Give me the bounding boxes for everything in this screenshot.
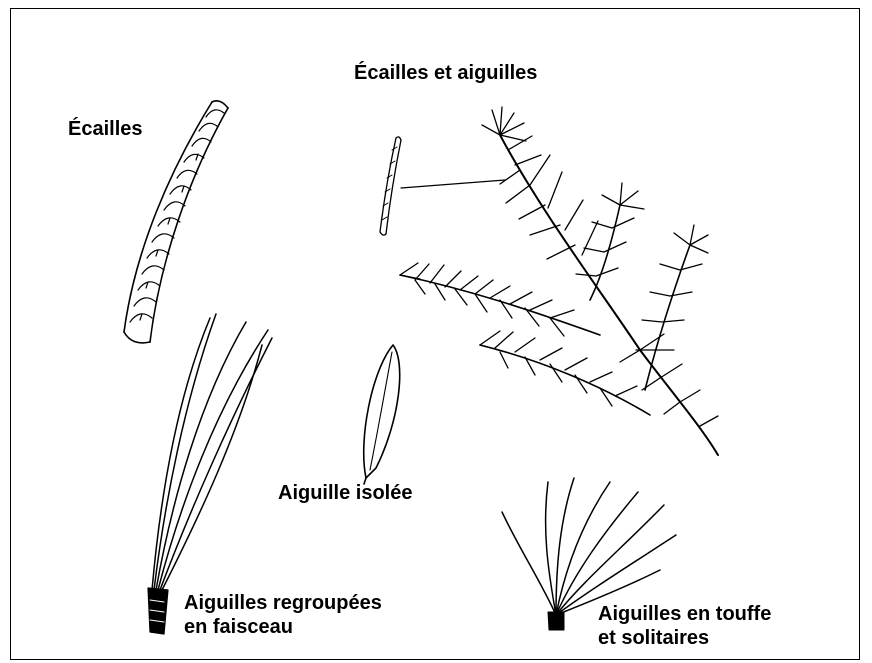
scales-label: Écailles xyxy=(68,118,143,142)
bundled-needles-label-line1: Aiguilles regroupées xyxy=(184,592,382,616)
bundled-needles-label-line2: en faisceau xyxy=(184,616,382,640)
needle-bundle-illustration xyxy=(148,314,272,634)
tufted-needles-label: Aiguilles en touffe et solitaires xyxy=(598,603,771,650)
single-needle-illustration xyxy=(364,345,400,484)
tufted-needles-label-line2: et solitaires xyxy=(598,627,771,651)
needle-branch-illustration xyxy=(400,107,718,455)
scaled-shoot-detail xyxy=(380,137,505,235)
bundled-needles-label: Aiguilles regroupées en faisceau xyxy=(184,592,382,639)
tufted-needles-label-line1: Aiguilles en touffe xyxy=(598,603,771,627)
diagram-title: Écailles et aiguilles xyxy=(354,62,537,86)
single-needle-label: Aiguille isolée xyxy=(278,482,412,506)
